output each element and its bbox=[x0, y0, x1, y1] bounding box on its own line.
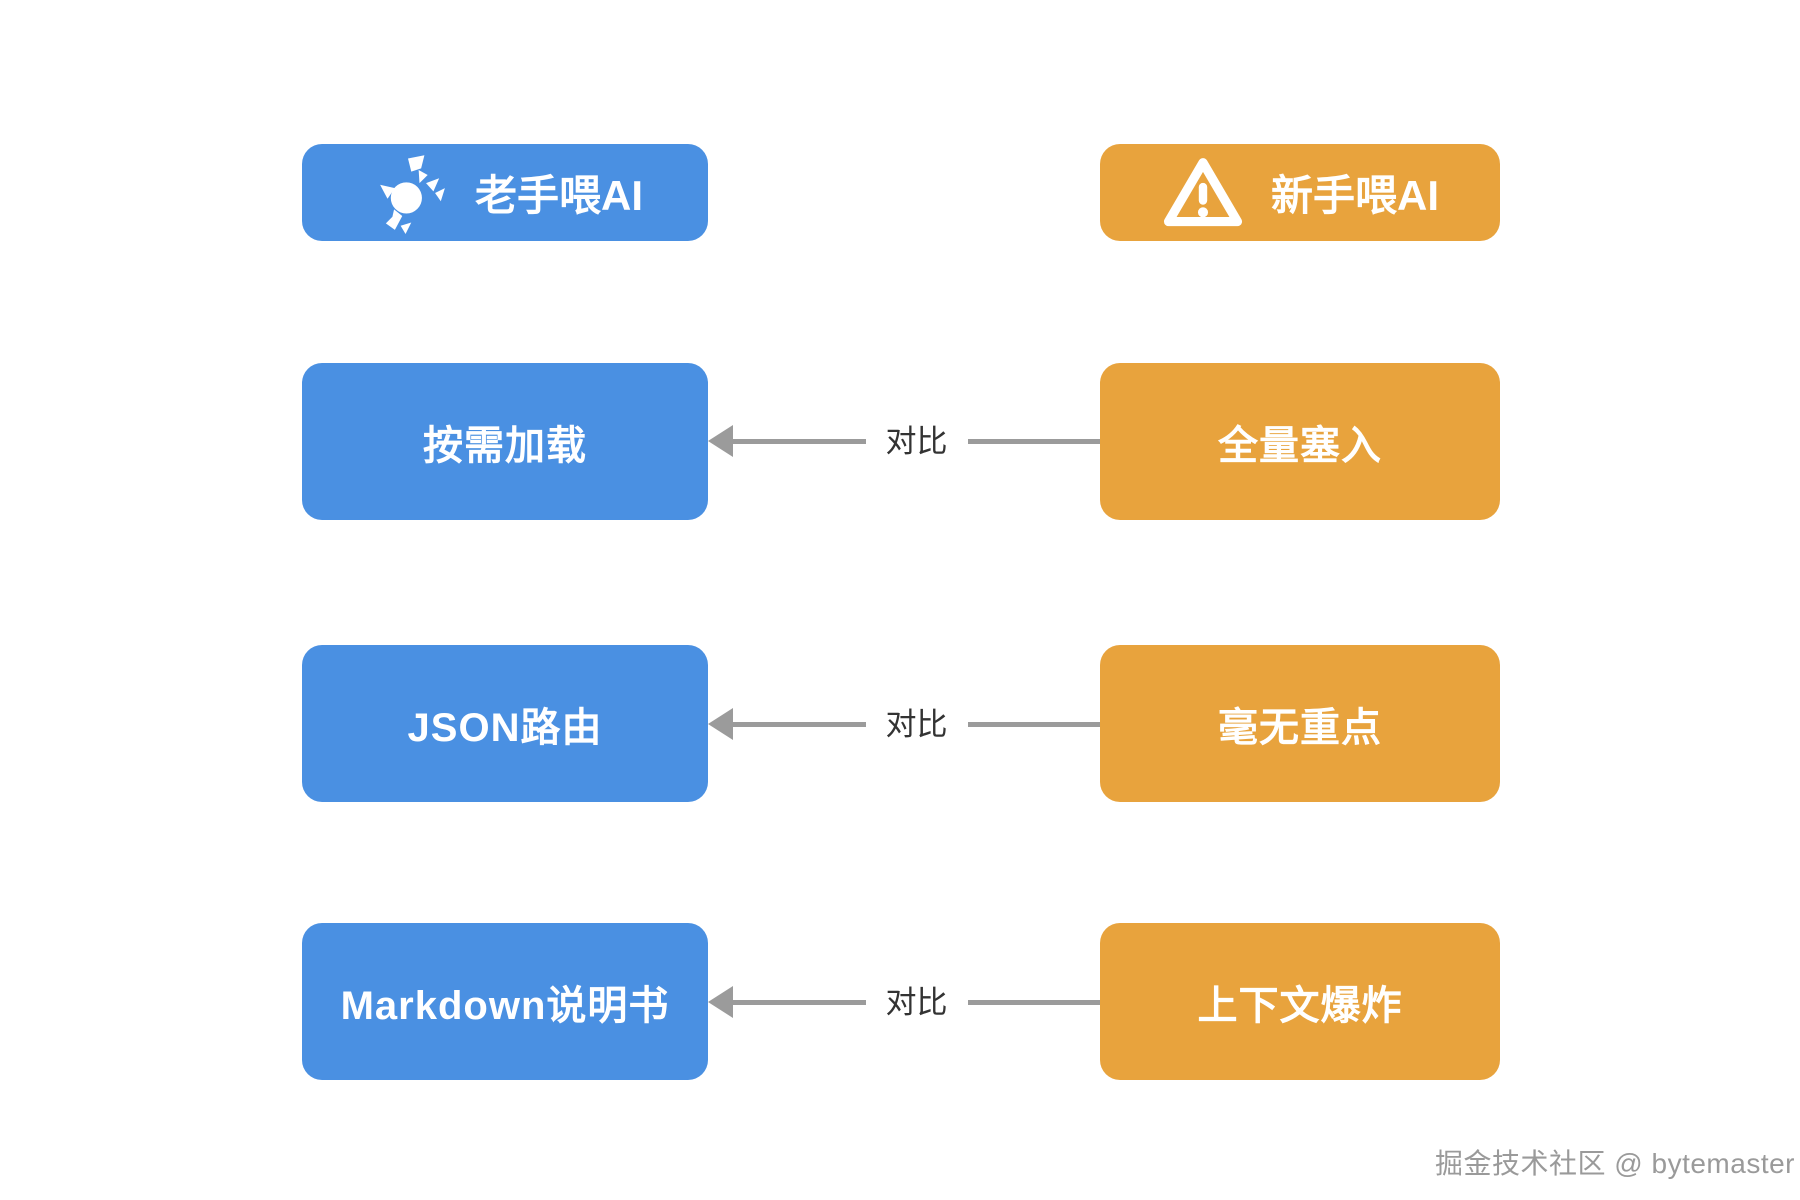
veteran-header-label: 老手喂AI bbox=[474, 172, 643, 219]
arrow-line bbox=[733, 721, 866, 727]
novice-node-2: 毫无重点 bbox=[1100, 645, 1500, 802]
arrowhead-left-icon bbox=[708, 425, 733, 457]
arrowhead-left-icon bbox=[708, 708, 733, 740]
compare-arrow-2-label: 对比 bbox=[885, 706, 948, 742]
veteran-node-1-label: 按需加载 bbox=[423, 423, 587, 468]
novice-node-3-label: 上下文爆炸 bbox=[1197, 983, 1403, 1028]
veteran-node-2: JSON路由 bbox=[302, 645, 708, 802]
novice-node-3: 上下文爆炸 bbox=[1100, 923, 1500, 1080]
arrow-line bbox=[967, 721, 1100, 727]
veteran-header-node: 老手喂AI bbox=[302, 144, 708, 241]
novice-node-2-label: 毫无重点 bbox=[1218, 705, 1382, 750]
arrow-line bbox=[733, 999, 866, 1005]
novice-node-1: 全量塞入 bbox=[1100, 363, 1500, 520]
compare-arrow-2: 对比 bbox=[708, 704, 1100, 744]
compare-arrow-3-label: 对比 bbox=[885, 984, 948, 1020]
veteran-node-3: Markdown说明书 bbox=[302, 923, 708, 1080]
watermark: 掘金技术社区 @ bytemaster bbox=[1435, 1148, 1795, 1179]
arrow-line bbox=[967, 438, 1100, 444]
compare-arrow-3: 对比 bbox=[708, 982, 1100, 1022]
compare-arrow-1-label: 对比 bbox=[885, 423, 948, 459]
compare-arrow-1: 对比 bbox=[708, 421, 1100, 461]
arrowhead-left-icon bbox=[708, 986, 733, 1018]
arrow-line bbox=[967, 999, 1100, 1005]
novice-node-1-label: 全量塞入 bbox=[1218, 423, 1382, 468]
arrow-line bbox=[733, 438, 866, 444]
veteran-node-3-label: Markdown说明书 bbox=[340, 983, 670, 1028]
veteran-node-1: 按需加载 bbox=[302, 363, 708, 520]
veteran-node-2-label: JSON路由 bbox=[407, 705, 603, 750]
warning-triangle-icon bbox=[1161, 155, 1245, 231]
novice-header-label: 新手喂AI bbox=[1270, 172, 1439, 219]
kungfu-figure-icon bbox=[367, 152, 449, 234]
novice-header-node: 新手喂AI bbox=[1100, 144, 1500, 241]
